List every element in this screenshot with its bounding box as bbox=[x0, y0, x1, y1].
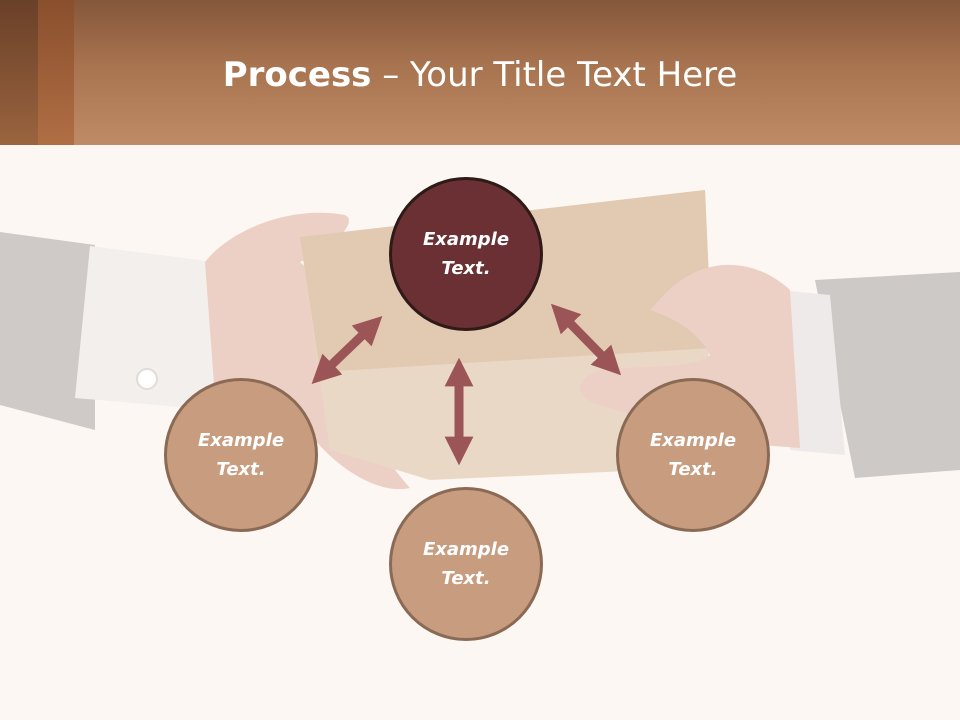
left-cuff bbox=[75, 246, 215, 410]
node-label: Example Text. bbox=[197, 430, 285, 480]
node-label: Example Text. bbox=[422, 229, 510, 279]
cufflink bbox=[136, 368, 158, 390]
process-node-left: Example Text. bbox=[164, 378, 318, 532]
node-label: Example Text. bbox=[422, 539, 510, 589]
slide-header: Process – Your Title Text Here bbox=[0, 0, 960, 145]
right-sleeve bbox=[815, 272, 960, 478]
slide-title: Process – Your Title Text Here bbox=[0, 52, 960, 98]
header-accent-stripe bbox=[38, 0, 74, 145]
process-node-right: Example Text. bbox=[616, 378, 770, 532]
process-node-top: Example Text. bbox=[389, 177, 543, 331]
title-bold: Process bbox=[222, 55, 372, 95]
left-sleeve bbox=[0, 232, 95, 430]
process-node-bottom: Example Text. bbox=[389, 487, 543, 641]
title-rest: – Your Title Text Here bbox=[371, 55, 738, 95]
node-label: Example Text. bbox=[649, 430, 737, 480]
header-accent-stripe bbox=[0, 0, 38, 145]
